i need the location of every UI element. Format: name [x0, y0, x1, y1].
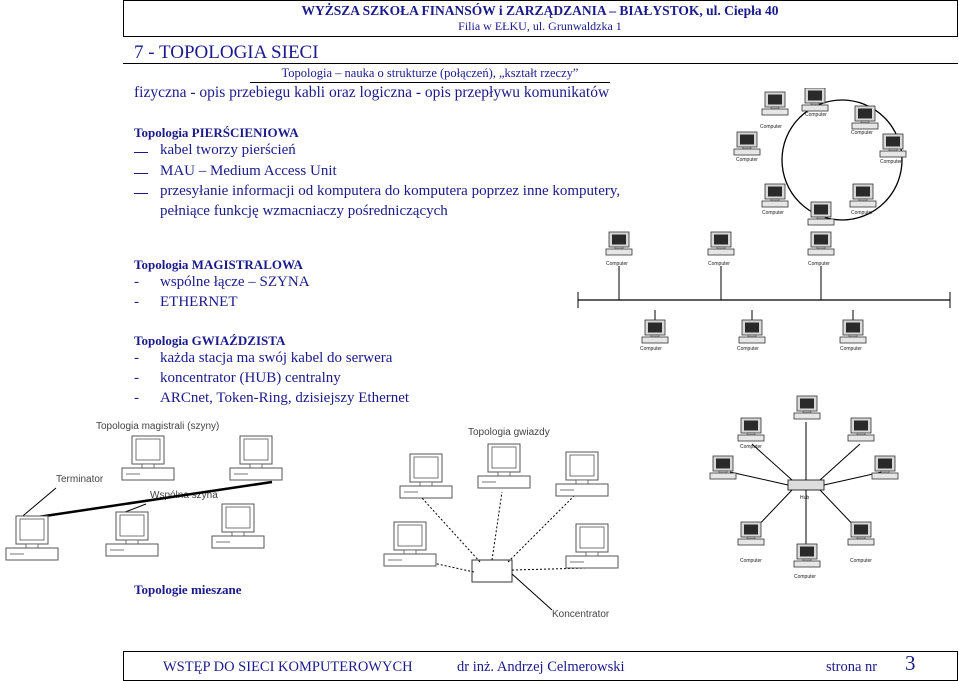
- svg-text:Computer: Computer: [851, 210, 873, 216]
- ring-item: MAU – Medium Access Unit: [160, 163, 337, 179]
- hyphen-bullet: -: [134, 274, 139, 290]
- svg-text:Computer: Computer: [762, 210, 784, 216]
- svg-text:Computer: Computer: [606, 261, 628, 267]
- footer-page-number: 3: [905, 651, 916, 675]
- svg-text:Computer: Computer: [640, 346, 662, 352]
- bus-item: wspólne łącze – SZYNA: [160, 274, 310, 290]
- svg-text:Terminator: Terminator: [56, 474, 104, 485]
- svg-text:Hub: Hub: [800, 495, 809, 501]
- svg-text:Topologia gwiazdy: Topologia gwiazdy: [468, 427, 550, 438]
- footer-author: dr inż. Andrzej Celmerowski: [457, 659, 625, 675]
- lead-text: fizyczna - opis przebiegu kabli oraz log…: [134, 84, 610, 101]
- hyphen-bullet: -: [134, 370, 139, 386]
- dash-bullet: [134, 173, 148, 174]
- svg-text:Computer: Computer: [740, 444, 762, 450]
- svg-text:Computer: Computer: [737, 346, 759, 352]
- dash-bullet: [134, 193, 148, 194]
- hyphen-bullet: -: [134, 390, 139, 406]
- definition-text: Topologia – nauka o strukturze (połączeń…: [281, 66, 579, 80]
- chapter-title: 7 - TOPOLOGIA SIECI: [134, 42, 319, 63]
- star-item: każda stacja ma swój kabel do serwera: [160, 350, 393, 366]
- footer-page-label: strona nr: [826, 659, 878, 675]
- dash-bullet: [134, 152, 148, 153]
- bus-item: ETHERNET: [160, 294, 238, 310]
- header-title: WYŻSZA SZKOŁA FINANSÓW i ZARZĄDZANIA – B…: [301, 3, 779, 18]
- ring-item: pełniące funkcję wzmacniaczy pośredniczą…: [160, 203, 448, 219]
- svg-text:Computer: Computer: [805, 112, 827, 118]
- ring-item: kabel tworzy pierścień: [160, 142, 296, 158]
- svg-text:Computer: Computer: [851, 130, 873, 136]
- svg-text:Computer: Computer: [808, 261, 830, 267]
- hyphen-bullet: -: [134, 350, 139, 366]
- svg-text:Koncentrator: Koncentrator: [552, 609, 610, 620]
- star-heading: Topologia GWIAŹDZISTA: [134, 333, 286, 348]
- svg-text:Computer: Computer: [850, 558, 872, 564]
- svg-text:Computer: Computer: [794, 574, 816, 580]
- ring-heading: Topologia PIERŚCIENIOWA: [134, 125, 299, 140]
- svg-text:Computer: Computer: [708, 261, 730, 267]
- svg-text:Computer: Computer: [880, 159, 902, 165]
- bus-heading: Topologia MAGISTRALOWA: [134, 257, 303, 272]
- star-concentrator-diagram: Topologia gwiazdy Koncentrator: [383, 427, 619, 620]
- star-item: koncentrator (HUB) centralny: [160, 370, 341, 386]
- svg-text:Computer: Computer: [840, 346, 862, 352]
- svg-text:Computer: Computer: [740, 558, 762, 564]
- ring-topology-diagram: Computer Computer Computer Computer Comp…: [733, 88, 907, 226]
- footer-course: WSTĘP DO SIECI KOMPUTEROWYCH: [163, 659, 413, 675]
- star-hub-diagram: Hub Computer Computer Computer Computer: [709, 395, 899, 580]
- star-item: ARCnet, Token-Ring, dzisiejszy Ethernet: [160, 390, 410, 406]
- ring-item: przesyłanie informacji od komputera do k…: [160, 183, 621, 199]
- svg-text:Computer: Computer: [760, 124, 782, 130]
- bus-topology-lower-computers: Computer Computer Computer: [640, 310, 867, 352]
- definition-underline: [250, 82, 610, 83]
- header-box: [123, 0, 958, 37]
- svg-text:Computer: Computer: [736, 157, 758, 163]
- bus-topology-diagram: Computer Computer Computer: [577, 231, 951, 308]
- header-subtitle: Filia w EŁKU, ul. Grunwaldzka 1: [458, 19, 622, 33]
- title-rule: [123, 63, 958, 64]
- bus-large-diagram: Topologia magistrali (szyny) Terminator …: [5, 421, 283, 561]
- hyphen-bullet: -: [134, 294, 139, 310]
- svg-text:Topologia magistrali (szyny): Topologia magistrali (szyny): [96, 421, 219, 432]
- mixed-heading: Topologie mieszane: [134, 582, 242, 597]
